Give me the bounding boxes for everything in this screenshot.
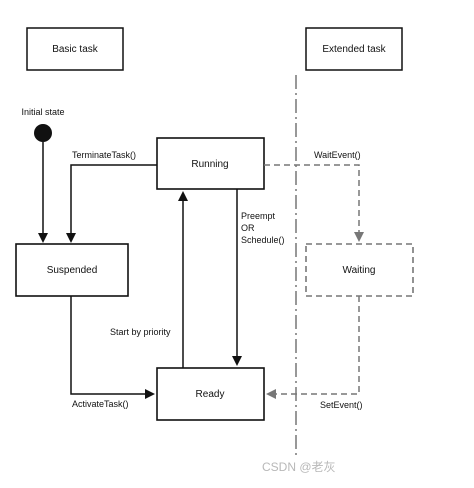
ready-state-label: Ready bbox=[196, 389, 225, 400]
basic-task-header-label: Basic task bbox=[52, 44, 99, 55]
set-event-arrow bbox=[266, 296, 360, 399]
terminate-task-label: TerminateTask() bbox=[72, 150, 136, 160]
ready-state: Ready bbox=[156, 367, 265, 421]
initial-state-dot bbox=[34, 124, 52, 142]
terminate-task-arrow bbox=[66, 164, 157, 243]
preempt-label-line2: OR bbox=[241, 223, 255, 233]
wait-event-arrow bbox=[264, 164, 364, 242]
running-state: Running bbox=[156, 137, 265, 190]
watermark: CSDN @老灰 bbox=[262, 460, 336, 474]
extended-task-header: Extended task bbox=[305, 27, 403, 71]
set-event-label: SetEvent() bbox=[320, 400, 363, 410]
wait-event-label: WaitEvent() bbox=[314, 150, 361, 160]
preempt-label-line1: Preempt bbox=[241, 211, 276, 221]
extended-task-header-label: Extended task bbox=[322, 44, 386, 55]
suspended-state-label: Suspended bbox=[47, 265, 98, 276]
preempt-label-line3: Schedule() bbox=[241, 235, 285, 245]
running-state-label: Running bbox=[191, 159, 228, 170]
start-by-priority-label: Start by priority bbox=[110, 327, 171, 337]
activate-task-label: ActivateTask() bbox=[72, 399, 129, 409]
waiting-state: Waiting bbox=[305, 243, 414, 297]
basic-task-header: Basic task bbox=[26, 27, 124, 71]
activate-task-arrow bbox=[70, 296, 155, 399]
initial-state-label: Initial state bbox=[21, 107, 64, 117]
suspended-state: Suspended bbox=[15, 243, 129, 297]
waiting-state-label: Waiting bbox=[343, 265, 376, 276]
